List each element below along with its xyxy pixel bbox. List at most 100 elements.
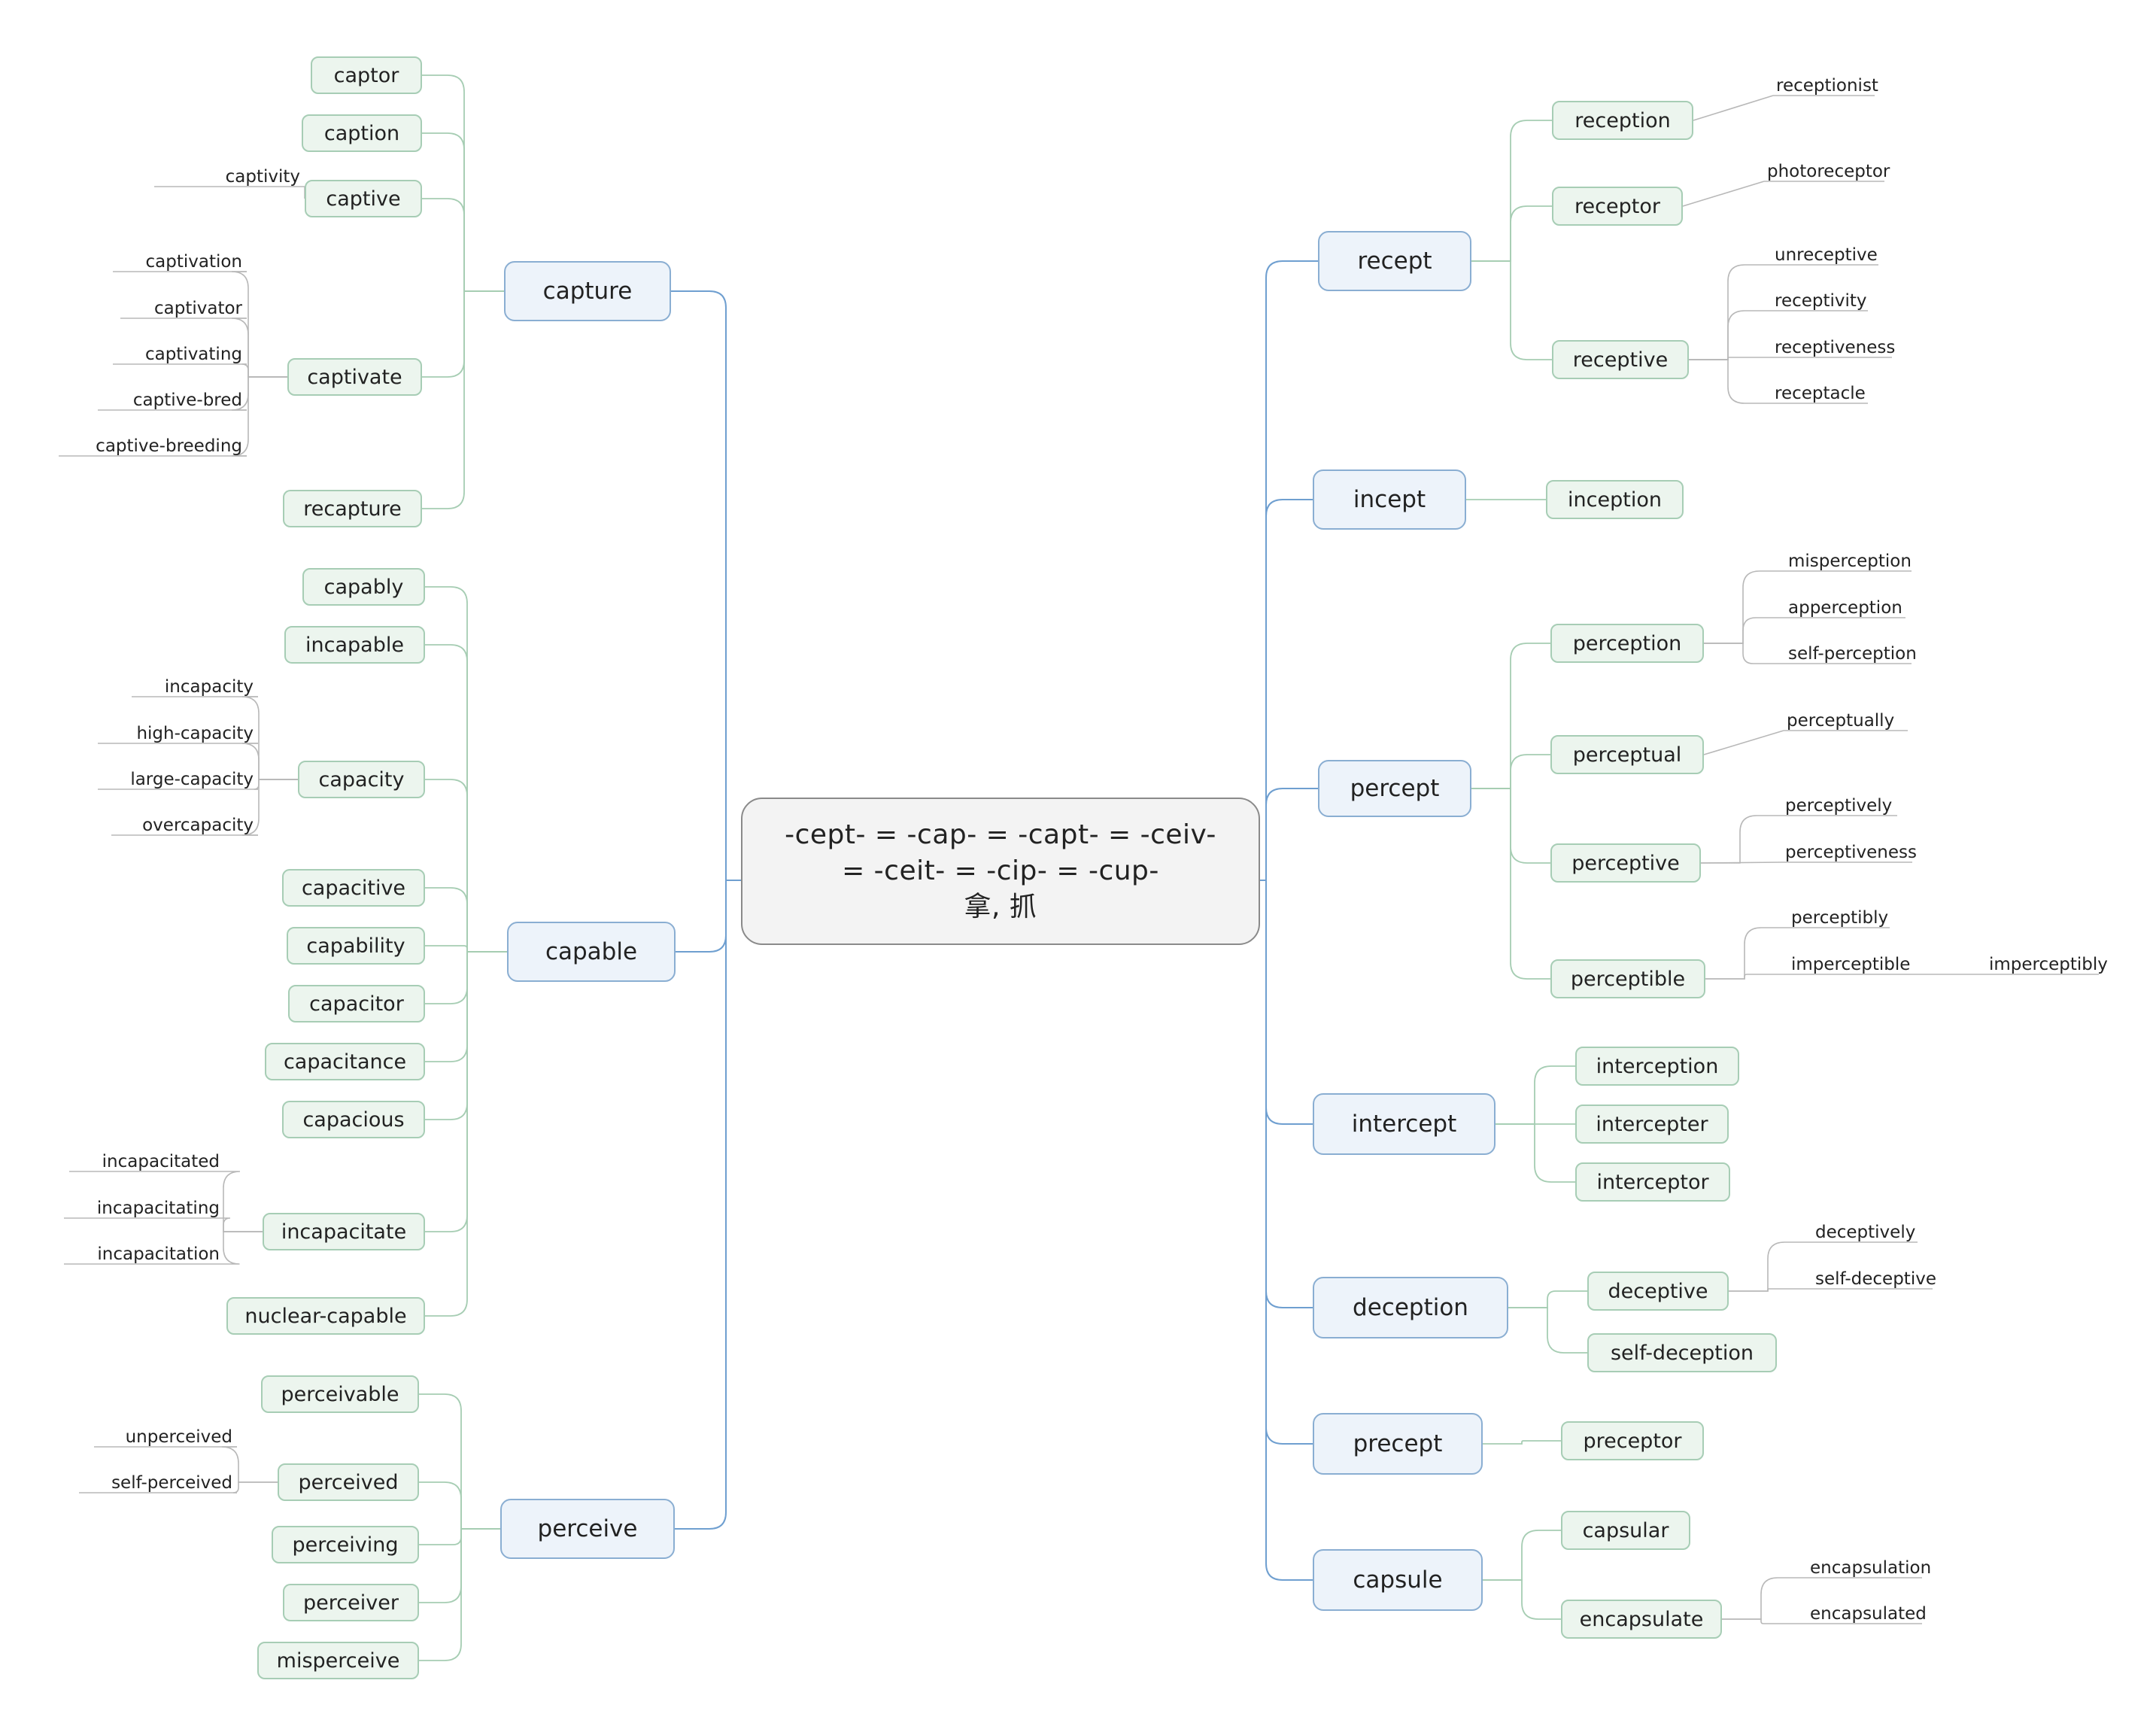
subtopic-to-leaf-connector xyxy=(1689,359,1772,404)
subtopic-perceptive[interactable]: perceptive xyxy=(1550,843,1701,883)
root-to-main-connector xyxy=(1260,880,1313,1445)
leaf-receptionist[interactable]: receptionist xyxy=(1776,76,1878,96)
main-to-subtopic-connector xyxy=(425,951,507,1120)
main-to-subtopic-connector xyxy=(1483,1440,1561,1445)
leaf-receptacle[interactable]: receptacle xyxy=(1775,384,1866,403)
subtopic-captor[interactable]: captor xyxy=(311,56,422,94)
leaf-receptivity[interactable]: receptivity xyxy=(1775,291,1867,311)
subtopic-misperceive[interactable]: misperceive xyxy=(257,1642,419,1679)
main-topic-capable[interactable]: capable xyxy=(507,922,676,982)
subtopic-preceptor[interactable]: preceptor xyxy=(1561,1421,1704,1460)
main-topic-deception[interactable]: deception xyxy=(1313,1277,1508,1338)
subtopic-to-leaf-connector xyxy=(1704,617,1785,644)
leaf-captivator[interactable]: captivator xyxy=(154,299,242,318)
subtopic-to-leaf-connector xyxy=(1729,1241,1812,1292)
subtopic-capacitance[interactable]: capacitance xyxy=(265,1043,425,1080)
subtopic-receptor[interactable]: receptor xyxy=(1552,187,1683,226)
leaf-incapacitation[interactable]: incapacitation xyxy=(97,1244,220,1264)
leaf-captivity[interactable]: captivity xyxy=(225,167,300,187)
main-to-subtopic-connector xyxy=(1496,1123,1575,1183)
leaf-unreceptive[interactable]: unreceptive xyxy=(1775,245,1878,265)
subtopic-perceivable[interactable]: perceivable xyxy=(261,1375,419,1413)
subtopic-capably[interactable]: capably xyxy=(302,568,425,606)
subtopic-to-leaf-connector xyxy=(1682,181,1765,207)
leaf-perceptiveness[interactable]: perceptiveness xyxy=(1785,843,1917,862)
subtopic-capsular[interactable]: capsular xyxy=(1561,1511,1690,1550)
subtopic-caption[interactable]: caption xyxy=(302,114,422,152)
subtopic-capacious[interactable]: capacious xyxy=(282,1101,425,1138)
root-to-main-connector xyxy=(671,290,741,881)
leaf-large-capacity[interactable]: large-capacity xyxy=(130,770,254,789)
subtopic-inception[interactable]: inception xyxy=(1546,480,1684,519)
leaf-self-perception[interactable]: self-perception xyxy=(1788,644,1917,664)
root-to-main-connector xyxy=(1260,788,1318,881)
subtopic-capacitor[interactable]: capacitor xyxy=(288,985,425,1022)
main-topic-precept[interactable]: precept xyxy=(1313,1413,1483,1475)
subtopic-capacity[interactable]: capacity xyxy=(298,761,425,798)
subtopic-perception[interactable]: perception xyxy=(1550,624,1704,663)
main-topic-incept[interactable]: incept xyxy=(1313,469,1466,530)
main-topic-recept[interactable]: recept xyxy=(1318,231,1471,291)
subtopic-recapture[interactable]: recapture xyxy=(283,490,422,527)
subtopic-perceptual[interactable]: perceptual xyxy=(1550,735,1704,774)
leaf-self-deceptive[interactable]: self-deceptive xyxy=(1815,1269,1936,1289)
subtopic-reception[interactable]: reception xyxy=(1552,101,1693,140)
leaf-deceptively[interactable]: deceptively xyxy=(1815,1223,1916,1242)
subtopic-nuclear-capable[interactable]: nuclear-capable xyxy=(226,1297,425,1335)
leaf-perceptually[interactable]: perceptually xyxy=(1787,711,1895,731)
subtopic-to-leaf-connector xyxy=(223,1171,263,1232)
main-topic-capture[interactable]: capture xyxy=(504,261,671,321)
leaf-incapacitated[interactable]: incapacitated xyxy=(102,1152,220,1171)
subtopic-perceptible[interactable]: perceptible xyxy=(1550,959,1705,998)
subtopic-captivate[interactable]: captivate xyxy=(287,358,422,396)
main-to-subtopic-connector xyxy=(1471,754,1550,789)
subtopic-captive[interactable]: captive xyxy=(305,180,422,217)
subtopic-to-leaf-connector xyxy=(1693,95,1774,121)
main-topic-intercept[interactable]: intercept xyxy=(1313,1093,1496,1155)
subtopic-interceptor[interactable]: interceptor xyxy=(1575,1162,1730,1202)
leaf-encapsulation[interactable]: encapsulation xyxy=(1810,1558,1932,1578)
subtopic-deceptive[interactable]: deceptive xyxy=(1587,1272,1729,1311)
main-topic-capsule[interactable]: capsule xyxy=(1313,1549,1483,1611)
leaf-incapacity[interactable]: incapacity xyxy=(164,677,254,697)
subtopic-capability[interactable]: capability xyxy=(287,927,425,965)
leaf-imperceptible[interactable]: imperceptible xyxy=(1791,955,1911,974)
leaf-receptiveness[interactable]: receptiveness xyxy=(1775,338,1896,357)
leaf-misperception[interactable]: misperception xyxy=(1788,551,1912,571)
root-topic[interactable]: -cept- = -cap- = -capt- = -ceiv- = -ceit… xyxy=(741,798,1260,945)
leaf-apperception[interactable]: apperception xyxy=(1788,598,1902,618)
subtopic-to-leaf-connector xyxy=(254,779,298,790)
leaf-encapsulated[interactable]: encapsulated xyxy=(1810,1604,1927,1624)
subtopic-encapsulate[interactable]: encapsulate xyxy=(1561,1600,1722,1639)
subtopic-capacitive[interactable]: capacitive xyxy=(282,869,425,907)
leaf-captivating[interactable]: captivating xyxy=(144,345,242,364)
leaf-imperceptibly[interactable]: imperceptibly xyxy=(1989,955,2108,974)
subtopic-to-leaf-connector xyxy=(223,1231,263,1265)
leaf-captivation[interactable]: captivation xyxy=(145,252,242,272)
subtopic-self-deception[interactable]: self-deception xyxy=(1587,1333,1777,1372)
subtopic-perceiving[interactable]: perceiving xyxy=(272,1526,419,1563)
leaf-captive-breeding[interactable]: captive-breeding xyxy=(96,436,242,456)
root-to-main-connector xyxy=(1260,880,1313,1581)
leaf-photoreceptor[interactable]: photoreceptor xyxy=(1767,162,1890,181)
subtopic-perceiver[interactable]: perceiver xyxy=(283,1584,419,1621)
leaf-perceptively[interactable]: perceptively xyxy=(1785,796,1893,816)
subtopic-intercepter[interactable]: intercepter xyxy=(1575,1105,1729,1144)
subtopic-incapacitate[interactable]: incapacitate xyxy=(263,1213,425,1250)
subtopic-receptive[interactable]: receptive xyxy=(1552,340,1689,379)
leaf-perceptibly[interactable]: perceptibly xyxy=(1791,908,1889,928)
main-topic-perceive[interactable]: perceive xyxy=(500,1499,675,1559)
main-topic-percept[interactable]: percept xyxy=(1318,760,1471,817)
leaf-self-perceived[interactable]: self-perceived xyxy=(111,1473,232,1493)
subtopic-interception[interactable]: interception xyxy=(1575,1047,1739,1086)
subtopic-perceived[interactable]: perceived xyxy=(278,1463,419,1501)
subtopic-incapable[interactable]: incapable xyxy=(284,626,425,664)
leaf-incapacitating[interactable]: incapacitating xyxy=(96,1199,220,1218)
leaf-overcapacity[interactable]: overcapacity xyxy=(142,816,254,835)
leaf-high-capacity[interactable]: high-capacity xyxy=(136,724,254,743)
leaf-unperceived[interactable]: unperceived xyxy=(125,1427,232,1447)
leaf-captive-bred[interactable]: captive-bred xyxy=(132,390,242,410)
main-to-subtopic-connector xyxy=(1471,643,1550,789)
subtopic-to-leaf-connector xyxy=(1722,1618,1807,1624)
